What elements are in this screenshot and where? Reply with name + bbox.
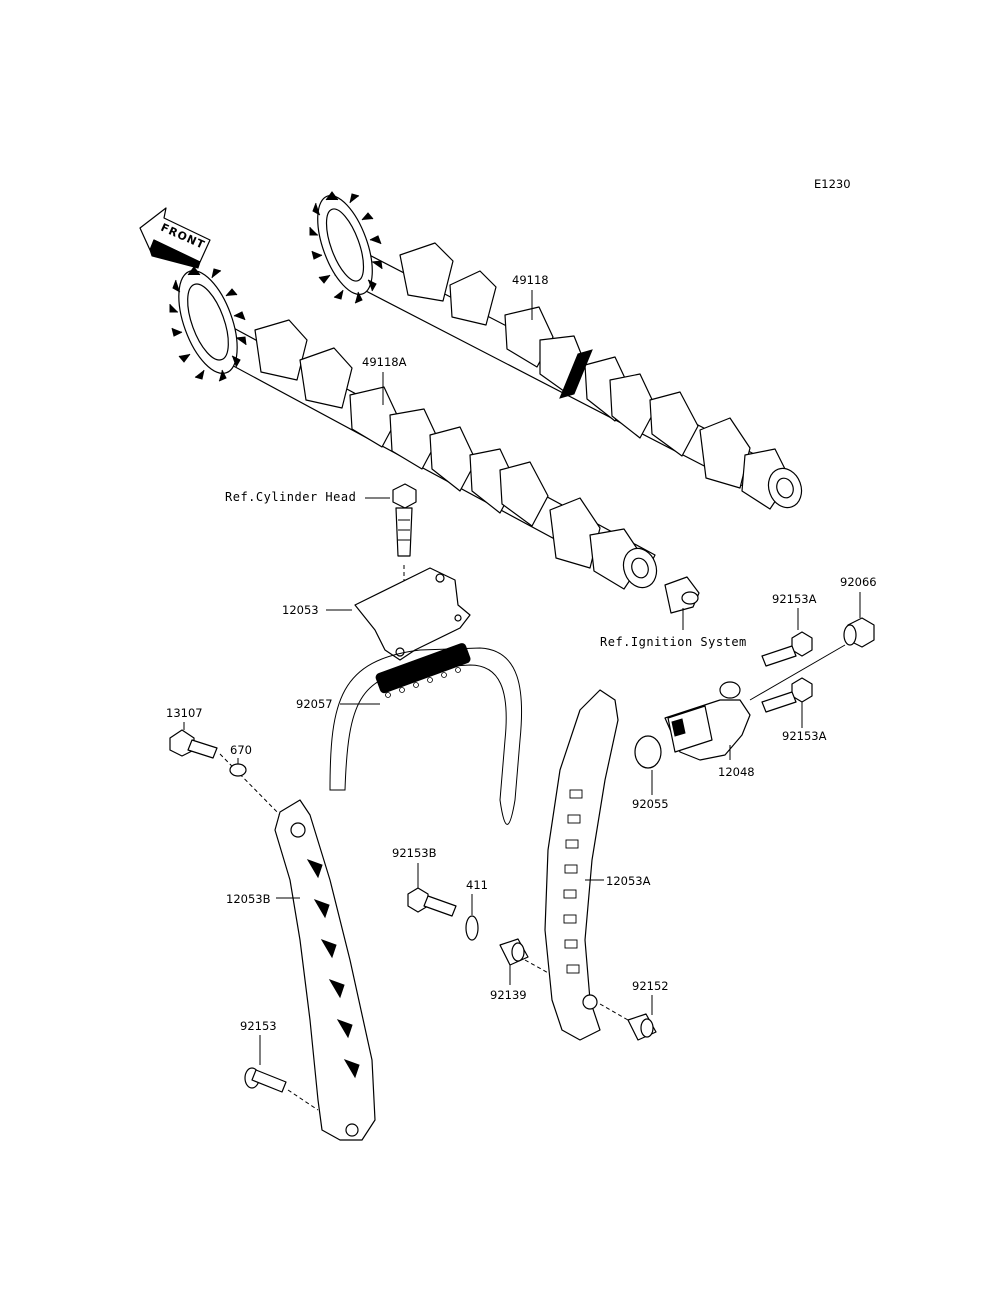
cylinder-head-bolt [392,483,417,557]
ignition-stub [664,576,700,614]
collar-92139 [499,938,529,966]
ref-cylinder-head: Ref.Cylinder Head [225,490,356,504]
label-92066: 92066 [840,575,877,589]
label-12053: 12053 [282,603,319,617]
label-92153A-top: 92153A [772,592,817,606]
washer-411 [465,915,479,941]
label-92153B: 92153B [392,846,437,860]
bolt-92153B [407,887,457,917]
diagram-code: E1230 [814,177,851,191]
bolt-92153 [244,1067,287,1093]
camshaft-exhaust [309,191,803,510]
label-49118A: 49118A [362,355,407,369]
chain-guide-upper [354,567,471,661]
front-arrow-icon: FRONT [139,207,211,269]
label-13107: 13107 [166,706,203,720]
collar-92152 [627,1013,657,1041]
guide-12053B [274,799,376,1141]
label-92153: 92153 [240,1019,277,1033]
ref-ignition-system: Ref.Ignition System [600,635,747,649]
bolt-92153A-bottom [761,677,813,713]
label-12048: 12048 [718,765,755,779]
label-92153A-bottom: 92153A [782,729,827,743]
tensioner-12048 [664,681,751,761]
label-92057: 92057 [296,697,333,711]
label-12053B: 12053B [226,892,271,906]
label-411: 411 [466,878,488,892]
oring-670 [229,763,247,777]
guide-12053A [544,689,619,1041]
camshaft-intake [169,266,658,590]
label-12053A: 12053A [606,874,651,888]
label-92152: 92152 [632,979,669,993]
bolt-92153A-top [761,631,813,667]
oring-92055 [634,735,662,769]
label-92055: 92055 [632,797,669,811]
label-92139: 92139 [490,988,527,1002]
label-670: 670 [230,743,252,757]
timing-chain [329,643,523,825]
plug-92066 [843,617,875,648]
label-49118: 49118 [512,273,549,287]
bolt-13107 [169,729,218,759]
